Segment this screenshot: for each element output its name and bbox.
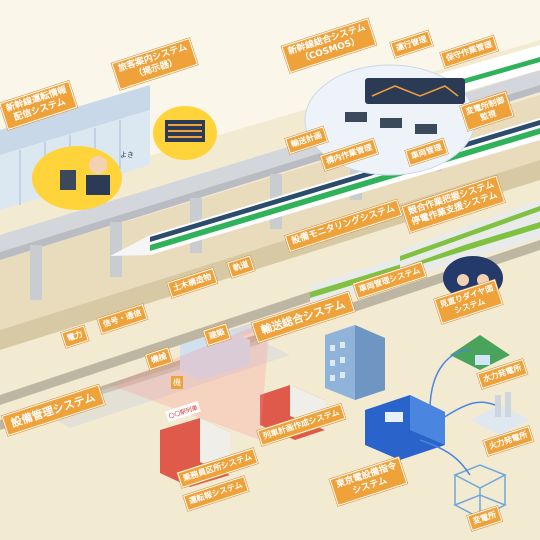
thermal-plant (470, 392, 530, 435)
platform-sign: よき (120, 151, 134, 159)
dispatch-room (365, 395, 445, 460)
crew-beam (110, 320, 270, 440)
substation-tower (453, 464, 507, 519)
signboard-bubble (153, 106, 217, 160)
machine-icon: 機 (171, 376, 183, 389)
platform-building (180, 330, 250, 380)
crew-bubble (32, 146, 122, 210)
hydro-plant (450, 335, 510, 370)
office-building (325, 325, 385, 400)
network-lines (419, 349, 496, 476)
